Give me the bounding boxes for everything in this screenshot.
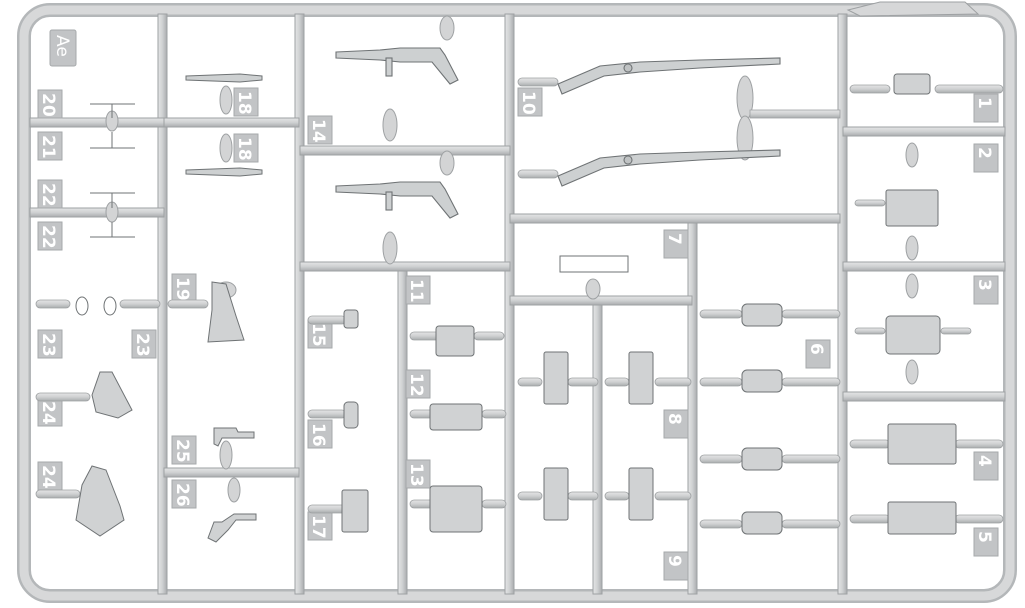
part-label: 5 [974,531,994,543]
part-label: 23 [38,333,58,357]
part-label: 11 [406,279,426,303]
attachment-gates [105,15,919,503]
part-label: 8 [664,413,684,425]
rifle-part [557,57,781,187]
part-label: 3 [974,279,994,291]
part-label: 22 [38,225,58,249]
part-label: 26 [172,483,192,507]
part-label: 23 [132,333,152,357]
sprue-code: Ae [52,35,72,57]
part-label: 12 [406,373,426,397]
label-plates [37,29,999,581]
part-label: 18 [234,91,254,115]
part-label: 25 [172,439,192,463]
part-label: 14 [308,119,328,143]
runner-spurs [35,77,1004,529]
part-label: 6 [806,343,826,355]
smg-part [335,47,459,219]
bayonet-part [185,73,263,177]
part-label: 7 [664,233,684,245]
part-labels: Ae 20 21 22 22 23 23 24 24 18 18 19 25 2… [38,35,994,567]
internal-runners [29,13,1006,595]
part-label: 15 [308,323,328,347]
part-label: 16 [308,423,328,447]
part-label: 19 [172,277,192,301]
part-label: 1 [974,97,994,109]
part-label: 17 [308,515,328,539]
part-label: 13 [406,463,426,487]
part-label: 2 [974,147,994,159]
part-label: 22 [38,183,58,207]
part-label: 24 [38,465,58,489]
part-label: 20 [38,93,58,117]
part-label: 4 [974,455,994,467]
part-label: 24 [38,401,58,425]
part-label: 21 [38,135,58,159]
outer-frame [17,1,1017,603]
part-label: 18 [234,137,254,161]
part-label: 10 [518,91,538,115]
small-parts [75,73,957,543]
part-label: 9 [664,555,684,567]
